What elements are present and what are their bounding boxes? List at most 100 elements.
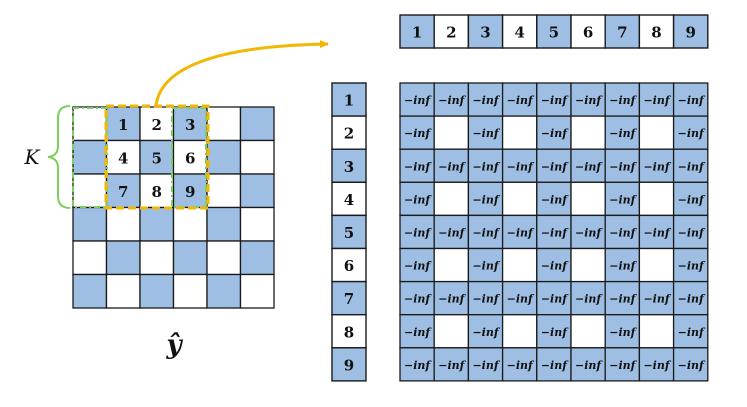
mask-cell	[399, 347, 435, 382]
mask-cell-label: −inf	[678, 94, 706, 107]
mask-cell-label: −inf	[678, 226, 706, 239]
mask-cell	[433, 280, 470, 316]
mask-cell	[570, 115, 606, 150]
mask-cell-label: −inf	[575, 293, 603, 306]
image-cell	[72, 139, 108, 175]
mask-cell-label: −inf	[609, 293, 637, 306]
image-cell	[105, 206, 141, 242]
mask-cell	[672, 247, 709, 283]
mask-cell-label: −inf	[678, 359, 706, 372]
mask-cell-label: −inf	[678, 260, 706, 273]
mask-cell	[433, 247, 470, 283]
row-strip-label: 8	[344, 323, 354, 341]
mask-cell-label: −inf	[609, 359, 637, 372]
image-cell	[239, 206, 275, 242]
mask-cell	[570, 82, 606, 117]
mask-cell	[433, 347, 470, 382]
mask-cell	[399, 214, 435, 250]
mask-cell-label: −inf	[609, 94, 637, 107]
column-strip-cell	[433, 14, 470, 49]
mask-cell	[570, 280, 606, 316]
mask-matrix: −inf −inf −inf −inf −inf −inf −inf −inf −inf −inf…	[399, 82, 709, 382]
mask-cell-label: −inf	[438, 293, 466, 306]
mask-cell-label: −inf	[472, 193, 500, 206]
mask-cell-label: −inf	[575, 226, 603, 239]
row-strip-cell	[331, 115, 367, 150]
image-cell	[72, 106, 108, 142]
row-strip-label: 4	[344, 191, 354, 209]
column-strip-cell	[570, 14, 606, 49]
mask-cell-label: −inf	[438, 359, 466, 372]
image-grid	[72, 106, 275, 309]
mask-cell	[467, 181, 504, 217]
image-cell	[206, 206, 242, 242]
image-cell	[139, 206, 175, 242]
image-cell	[206, 240, 242, 276]
window-cell-label: 3	[185, 116, 195, 134]
mask-cell	[604, 280, 641, 316]
mask-cell-label: −inf	[472, 226, 500, 239]
row-strip-cell	[331, 214, 367, 250]
mask-cell	[638, 347, 675, 382]
window-cell-label: 6	[185, 149, 195, 167]
mask-cell-label: −inf	[404, 326, 432, 339]
image-cell	[172, 240, 208, 276]
mask-cell	[604, 148, 641, 183]
mask-cell-label: −inf	[404, 226, 432, 239]
image-cell	[206, 273, 242, 309]
mask-cell-label: −inf	[404, 193, 432, 206]
image-cell	[105, 273, 141, 309]
window-cell-label: 9	[185, 183, 195, 201]
row-strip-cell	[331, 82, 367, 117]
mask-cell	[536, 347, 572, 382]
mask-cell-label: −inf	[678, 326, 706, 339]
row-strip-cell	[331, 314, 367, 349]
image-cell	[105, 240, 141, 276]
image-cell	[172, 173, 208, 209]
mask-cell	[501, 214, 538, 250]
image-cell	[239, 139, 275, 175]
mask-cell	[501, 148, 538, 183]
mask-cell	[672, 82, 709, 117]
mask-cell	[467, 280, 504, 316]
mask-cell	[467, 115, 504, 150]
mask-cell	[638, 214, 675, 250]
image-cell	[206, 173, 242, 209]
mask-cell-label: −inf	[472, 359, 500, 372]
mask-cell-label: −inf	[541, 193, 569, 206]
image-cell	[72, 173, 108, 209]
mask-cell-label: −inf	[507, 226, 535, 239]
mask-cell-label: −inf	[643, 293, 671, 306]
mask-cell	[433, 181, 470, 217]
column-strip-label: 5	[549, 24, 559, 42]
mask-cell-label: −inf	[404, 127, 432, 140]
mask-cell	[570, 247, 606, 283]
column-strip-label: 6	[583, 24, 593, 42]
mask-cell-label: −inf	[404, 94, 432, 107]
mask-cell-label: −inf	[643, 226, 671, 239]
column-strip-label: 1	[412, 24, 422, 42]
column-strip-cell	[672, 14, 709, 49]
row-strip-label: 6	[344, 257, 354, 275]
image-cell	[105, 173, 141, 209]
mask-cell	[570, 214, 606, 250]
window-size-label: K	[24, 145, 41, 169]
mask-cell-label: −inf	[678, 193, 706, 206]
mask-cell-label: −inf	[541, 326, 569, 339]
mask-cell	[672, 148, 709, 183]
mask-cell	[638, 314, 675, 349]
mask-cell	[638, 181, 675, 217]
column-strip-label: 7	[617, 24, 627, 42]
mask-cell	[536, 148, 572, 183]
mask-cell	[672, 347, 709, 382]
mask-cell-label: −inf	[609, 160, 637, 173]
mask-cell	[501, 280, 538, 316]
mask-cell	[536, 115, 572, 150]
image-cell	[172, 273, 208, 309]
mask-cell-label: −inf	[643, 359, 671, 372]
mask-cell	[604, 214, 641, 250]
column-strip-label: 8	[651, 24, 661, 42]
mask-cell-label: −inf	[507, 293, 535, 306]
